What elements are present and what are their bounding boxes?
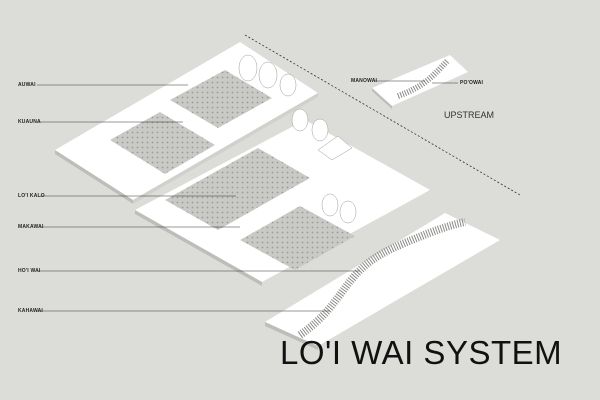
leader-lines xyxy=(37,80,458,312)
label-manowai: MANOWAI xyxy=(351,78,378,84)
upstream-label: UPSTREAM xyxy=(444,110,495,120)
label-kuauna: KUAUNA xyxy=(18,119,41,125)
upstream-platform xyxy=(372,55,468,109)
upstream-stream xyxy=(396,57,451,99)
trees xyxy=(238,54,357,224)
diagram-title: LO'I WAI SYSTEM xyxy=(280,334,563,371)
middle-platform xyxy=(135,120,430,286)
field xyxy=(110,112,215,174)
field xyxy=(240,206,355,270)
label-makawai: MAKAWAI xyxy=(18,224,44,230)
label-loi-kalo: LO'I KALO xyxy=(18,193,45,199)
label-auwai: AUWAI xyxy=(18,82,36,88)
field xyxy=(165,148,310,230)
label-hoi-wai: HO'I WAI xyxy=(18,268,41,274)
upper-platform xyxy=(55,42,318,204)
label-poowai: PO'OWAI xyxy=(460,80,484,86)
upstream-divider xyxy=(244,34,521,196)
label-kahawai: KAHAWAI xyxy=(18,308,44,314)
field xyxy=(170,70,272,128)
kahawai-strip xyxy=(265,213,500,350)
stream xyxy=(297,218,466,339)
